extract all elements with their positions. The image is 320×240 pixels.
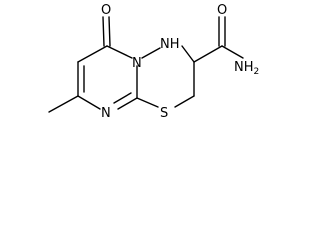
bond-nh-c3 <box>181 45 195 63</box>
bond-n3-c2-double <box>113 92 132 104</box>
bond-s-c2 <box>136 97 159 108</box>
atom-label-amide-oxygen: O <box>217 3 227 18</box>
bond-layer <box>48 16 244 113</box>
atom-layer: O N NH N S O NH2 <box>101 3 259 121</box>
bond-c6-n1 <box>106 45 133 59</box>
bond-c4-methyl <box>48 95 79 113</box>
atom-label-amide-nitrogen: NH2 <box>234 60 259 77</box>
bond-c2s-s <box>174 95 195 108</box>
bond-c6-o <box>102 16 105 47</box>
atom-label-ring-nitrogen-bridge: N <box>132 56 142 71</box>
atom-label-ring-nitrogen-lower: N <box>101 106 111 121</box>
atom-label-nh: NH <box>160 37 180 52</box>
atom-label-sulfur: S <box>160 106 168 121</box>
bond-c3-camide <box>193 45 223 63</box>
bond-n1-nh <box>141 47 161 59</box>
bond-n3-c2 <box>117 97 138 110</box>
chemical-structure-diagram: O N NH N S O NH2 <box>48 3 259 121</box>
bond-c6-o-double <box>108 16 111 47</box>
amide-nitrogen-subscript: 2 <box>254 67 260 77</box>
atom-label-carbonyl-oxygen: O <box>101 3 111 18</box>
amide-nitrogen-text: NH <box>234 60 254 75</box>
bond-camide-n <box>221 45 244 59</box>
bond-c6-c5 <box>77 45 108 63</box>
bond-c4-n3 <box>77 95 101 110</box>
